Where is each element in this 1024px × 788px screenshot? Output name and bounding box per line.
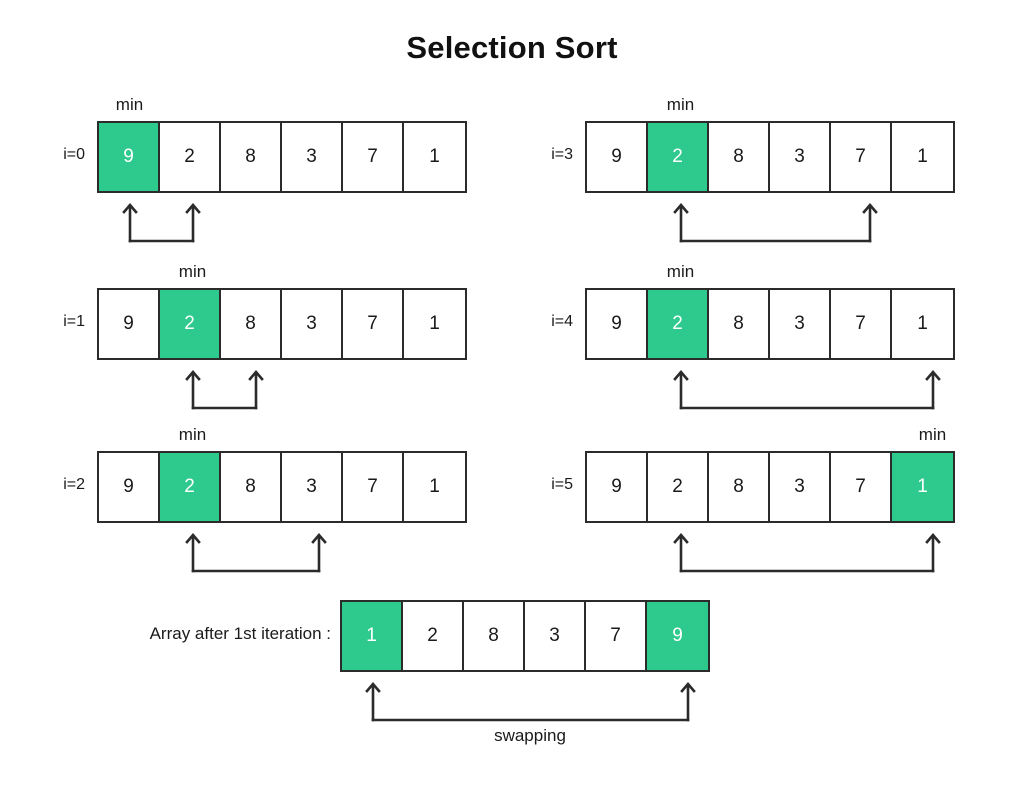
- array-cell: 9: [99, 290, 160, 358]
- array-cell: 2: [160, 290, 221, 358]
- array-cell: 3: [282, 290, 343, 358]
- array-cell: 7: [343, 123, 404, 191]
- step-index-label: i=3: [551, 146, 573, 163]
- swap-arrow-bracket-i=2: [173, 527, 339, 573]
- swap-arrow-bracket-i=5: [661, 527, 953, 573]
- step-index-label: i=0: [63, 146, 85, 163]
- array-cell: 3: [770, 123, 831, 191]
- array-cell: 7: [831, 123, 892, 191]
- array-cell: 9: [587, 123, 648, 191]
- min-label: min: [178, 425, 207, 444]
- array-cell: 2: [160, 123, 221, 191]
- array-cell: 3: [282, 453, 343, 521]
- swap-arrow-bracket-i=1: [173, 364, 276, 410]
- array-cell: 1: [892, 290, 953, 358]
- page-title: Selection Sort: [406, 30, 618, 65]
- swap-arrow-bracket-i=4: [661, 364, 953, 410]
- array-cell: 3: [770, 290, 831, 358]
- array-cell: 2: [648, 123, 709, 191]
- array-cell: 8: [221, 123, 282, 191]
- array-cell: 8: [709, 290, 770, 358]
- array-cell: 9: [99, 123, 160, 191]
- step-index-label: i=4: [551, 313, 573, 330]
- array-cell: 7: [586, 602, 647, 670]
- swap-arrow-bracket-i=0: [110, 197, 213, 243]
- result-caption: Array after 1st iteration :: [149, 624, 331, 643]
- swap-arrow-bracket-result: [353, 676, 708, 722]
- step-index-label: i=1: [63, 313, 85, 330]
- array-cell: 9: [99, 453, 160, 521]
- array-cell: 2: [403, 602, 464, 670]
- step-index-label: i=2: [63, 476, 85, 493]
- array-cell: 9: [647, 602, 708, 670]
- array-cell: 2: [648, 453, 709, 521]
- array-cell: 1: [404, 290, 465, 358]
- array-cell: 1: [404, 123, 465, 191]
- swapping-label: swapping: [494, 726, 566, 745]
- array-cell: 7: [343, 290, 404, 358]
- min-label: min: [666, 262, 695, 281]
- swap-arrow-bracket-i=3: [661, 197, 890, 243]
- array-cell: 8: [709, 123, 770, 191]
- array-cell: 2: [160, 453, 221, 521]
- array-cell: 8: [709, 453, 770, 521]
- array-cell: 7: [831, 290, 892, 358]
- min-label: min: [666, 95, 695, 114]
- array-cell: 8: [464, 602, 525, 670]
- min-label: min: [178, 262, 207, 281]
- array-cell: 9: [587, 290, 648, 358]
- array-cell: 1: [404, 453, 465, 521]
- array-cell: 9: [587, 453, 648, 521]
- array-cell: 2: [648, 290, 709, 358]
- array-cell: 1: [892, 123, 953, 191]
- array-cell: 3: [282, 123, 343, 191]
- step-index-label: i=5: [551, 476, 573, 493]
- array-cell: 8: [221, 453, 282, 521]
- min-label: min: [918, 425, 947, 444]
- array-cell: 8: [221, 290, 282, 358]
- array-cell: 3: [525, 602, 586, 670]
- array-cell: 1: [892, 453, 953, 521]
- array-cell: 7: [343, 453, 404, 521]
- array-cell: 3: [770, 453, 831, 521]
- array-cell: 1: [342, 602, 403, 670]
- min-label: min: [115, 95, 144, 114]
- array-cell: 7: [831, 453, 892, 521]
